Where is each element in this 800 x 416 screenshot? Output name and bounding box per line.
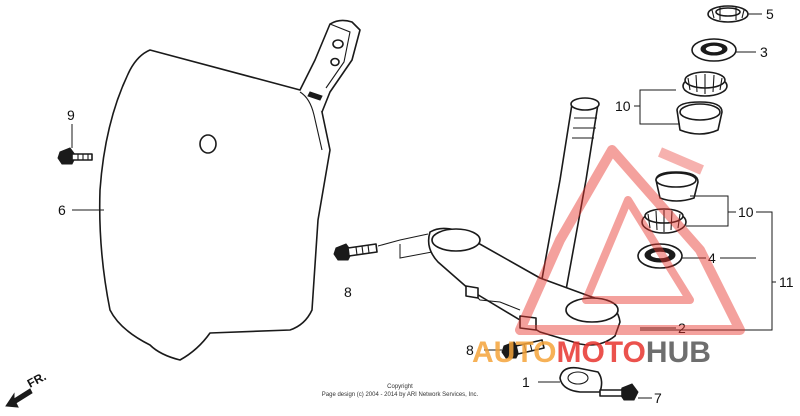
bolt-7 <box>599 383 639 401</box>
lower-bearing <box>641 208 687 234</box>
callout-8-lower: 8 <box>466 342 474 358</box>
watermark-text: AUTOMOTOHUB <box>472 336 711 369</box>
watermark-moto: MOTO <box>556 336 645 369</box>
upper-bearing <box>682 71 728 97</box>
number-plate <box>98 19 361 361</box>
callout-10-lower: 10 <box>738 204 754 220</box>
callout-4: 4 <box>708 250 716 266</box>
steering-stem <box>427 97 621 346</box>
cable-clamp <box>559 366 603 393</box>
bolt-9 <box>57 147 93 165</box>
lower-race <box>655 171 699 202</box>
bolt-8-lower <box>501 339 545 359</box>
callout-numbers: 5 3 10 10 4 11 2 1 7 8 8 9 6 <box>58 6 794 406</box>
copyright-line-1: Copyright <box>387 384 413 390</box>
copyright-line-2: Page design (c) 2004 - 2014 by ARI Netwo… <box>322 392 479 398</box>
bolt-8-upper <box>333 243 378 261</box>
front-label: FR. <box>25 369 49 390</box>
copyright-notice: Copyright Page design (c) 2004 - 2014 by… <box>322 384 479 398</box>
callout-2: 2 <box>678 320 686 336</box>
callout-10-upper: 10 <box>615 98 631 114</box>
automotohub-watermark: AUTOMOTOHUB <box>472 145 745 369</box>
upper-race <box>676 101 723 135</box>
watermark-auto: AUTO <box>472 336 556 369</box>
callout-3: 3 <box>760 44 768 60</box>
callout-7: 7 <box>654 390 662 406</box>
callout-8-upper: 8 <box>344 284 352 300</box>
callout-11: 11 <box>779 274 794 290</box>
callout-9: 9 <box>67 107 75 123</box>
callout-1: 1 <box>522 374 530 390</box>
front-direction-arrow: FR. <box>5 369 49 408</box>
dust-seal <box>691 38 737 62</box>
callout-5: 5 <box>766 6 774 22</box>
steering-nut <box>707 5 749 23</box>
leader-lines <box>71 13 776 399</box>
callout-6: 6 <box>58 202 66 218</box>
watermark-hub: HUB <box>646 336 711 369</box>
lower-dust-seal <box>637 243 683 269</box>
